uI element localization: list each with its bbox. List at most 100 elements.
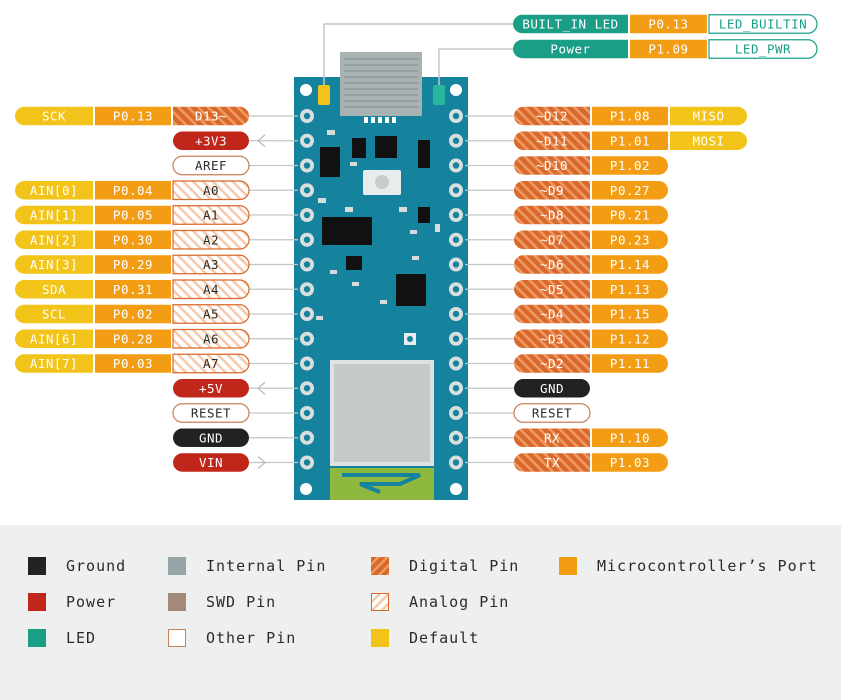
port-label-text: P0.28: [113, 331, 153, 346]
analog-swatch-icon: [371, 593, 389, 611]
pin-label-text: A6: [203, 331, 219, 346]
port-label: P1.08: [592, 106, 668, 126]
pin-label: A1: [172, 205, 250, 225]
default-label: SDA: [15, 280, 93, 299]
port-label: P0.29: [95, 255, 171, 274]
port-label: P0.03: [95, 354, 171, 373]
pin-label: AREF: [172, 155, 250, 176]
port-label: P0.05: [95, 205, 171, 225]
pin-label-text: ~D8: [540, 208, 564, 223]
legend-item-led: LED: [28, 627, 96, 649]
port-label: P1.12: [592, 329, 668, 348]
pin-label-text: +5V: [199, 381, 223, 396]
pin-label-text: ~D11: [536, 133, 568, 148]
port-swatch-icon: [559, 557, 577, 575]
pin-label-text: ~D2: [540, 356, 564, 371]
port-label: P0.13: [95, 106, 171, 126]
legend-label: LED: [66, 629, 97, 647]
pin-label: ~D3: [514, 329, 590, 348]
legend-item-digital: Digital Pin: [371, 555, 519, 577]
default-label-text: AIN[6]: [30, 331, 78, 346]
pin-label-text: ~D12: [536, 109, 568, 124]
led-function-label: Power: [513, 39, 628, 59]
pin-label: A4: [172, 279, 250, 300]
pin-label: D13~: [173, 106, 249, 126]
default-label: AIN[7]: [15, 354, 93, 373]
legend-label: SWD Pin: [206, 593, 277, 611]
port-label-text: P0.21: [610, 208, 650, 223]
pin-label-text: ~D3: [540, 331, 564, 346]
pin-label-text: ~D10: [536, 158, 568, 173]
default-label-text: AIN[7]: [30, 356, 78, 371]
digital-swatch-icon: [371, 557, 389, 575]
pin-label: ~D12: [514, 106, 590, 126]
port-label: P1.01: [592, 131, 668, 150]
ground-swatch-icon: [28, 557, 46, 575]
default-label: MISO: [670, 106, 747, 126]
pin-label-text: GND: [540, 381, 564, 396]
pin-label: ~D9: [514, 181, 590, 200]
pin-label-text: RESET: [532, 406, 572, 421]
default-label-text: AIN[1]: [30, 208, 78, 223]
pin-label-text: ~D6: [540, 257, 564, 272]
port-label-text: P0.27: [610, 183, 650, 198]
pin-label-text: A7: [203, 356, 219, 371]
port-label-text: P1.14: [610, 257, 650, 272]
led-swatch-icon: [28, 629, 46, 647]
legend-item-power: Power: [28, 591, 116, 613]
pin-label: +5V: [173, 379, 249, 398]
port-label-text: P0.31: [113, 282, 153, 297]
default-label-text: AIN[3]: [30, 257, 78, 272]
pin-label: A2: [172, 229, 250, 250]
legend-label: Power: [66, 593, 117, 611]
port-label-text: P0.13: [113, 109, 153, 124]
pin-label-text: A1: [203, 208, 219, 223]
port-label-text: P0.29: [113, 257, 153, 272]
port-label-text: P0.03: [113, 356, 153, 371]
port-label-text: P1.03: [610, 455, 650, 470]
pin-label: RESET: [513, 403, 591, 423]
port-label-text: P1.15: [610, 307, 650, 322]
port-label-text: P1.10: [610, 430, 650, 445]
port-label: P1.02: [592, 156, 668, 175]
pin-label: ~D2: [514, 354, 590, 373]
power-swatch-icon: [28, 593, 46, 611]
legend-label: Analog Pin: [409, 593, 510, 611]
led-name-label: LED_PWR: [708, 39, 818, 59]
default-label-text: MISO: [692, 109, 724, 124]
pin-label-text: ~D7: [540, 232, 564, 247]
port-label: P1.13: [592, 280, 668, 299]
pin-label-text: ~D9: [540, 183, 564, 198]
legend-item-default: Default: [371, 627, 479, 649]
left-pin-header: D13~P0.13SCK+3V3AREFA0P0.04AIN[0]A1P0.05…: [15, 106, 314, 472]
chip-icon: [320, 147, 340, 177]
pin-label: A3: [172, 254, 250, 275]
pin-label-text: A5: [203, 307, 219, 322]
pin-label: RX: [514, 428, 590, 447]
legend-item-internal: Internal Pin: [168, 555, 326, 577]
legend-label: Internal Pin: [206, 557, 327, 575]
port-label: P1.15: [592, 304, 668, 324]
port-label-text: P0.02: [113, 307, 153, 322]
legend-item-other: Other Pin: [168, 627, 296, 649]
led-port-label-text: P1.09: [648, 42, 688, 57]
port-label-text: P0.30: [113, 232, 153, 247]
led-function-label-text: BUILT_IN LED: [522, 17, 618, 32]
default-label: SCK: [15, 106, 93, 126]
legend-label: Other Pin: [206, 629, 297, 647]
default-label: AIN[0]: [15, 181, 93, 200]
legend-label: Default: [409, 629, 480, 647]
pin-label-text: A3: [203, 257, 219, 272]
port-label: P0.21: [592, 205, 668, 225]
port-label: P0.23: [592, 230, 668, 249]
internal-swatch-icon: [168, 557, 186, 575]
port-label: P1.10: [592, 428, 668, 447]
port-label: P0.28: [95, 329, 171, 348]
default-label-text: AIN[2]: [30, 232, 78, 247]
port-label: P0.04: [95, 181, 171, 200]
port-label-text: P1.11: [610, 356, 650, 371]
pin-label-text: A0: [203, 183, 219, 198]
default-label-text: MOSI: [692, 133, 724, 148]
